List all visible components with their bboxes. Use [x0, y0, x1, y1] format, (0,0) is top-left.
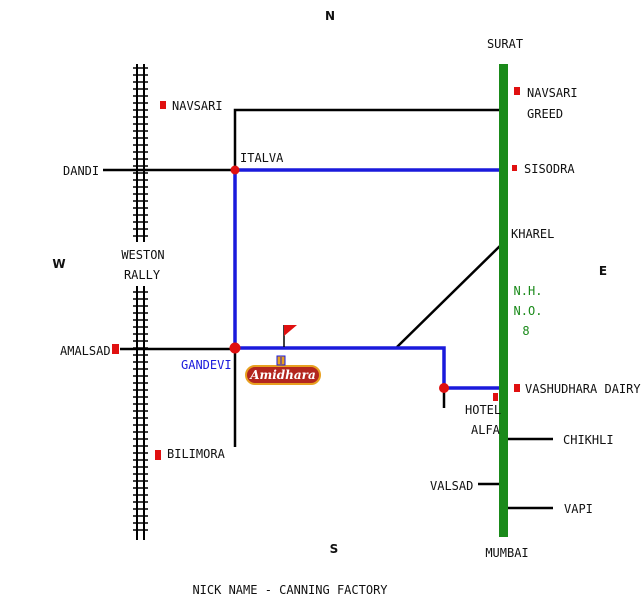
junction-gandevi	[229, 342, 241, 354]
marker-sisodra	[512, 165, 517, 171]
compass-east: E	[599, 264, 607, 278]
label-amalsad: AMALSAD	[60, 344, 111, 358]
label-vashudhara: VASHUDHARA DAIRY	[525, 382, 641, 396]
highway-label-line2: N.O.	[514, 304, 543, 318]
label-navsari-greed-1: NAVSARI	[527, 86, 578, 100]
label-chikhli: CHIKHLI	[563, 433, 614, 447]
highway-label-line3: 8	[522, 324, 529, 338]
railway-track	[130, 64, 150, 540]
label-sisodra: SISODRA	[524, 162, 575, 176]
label-surat: SURAT	[487, 37, 523, 51]
label-weston-2: RALLY	[124, 268, 161, 282]
compass-north: N	[325, 9, 335, 23]
amidhara-logo[interactable]: Amidhara	[245, 355, 321, 385]
label-gandevi: GANDEVI	[181, 358, 232, 372]
label-kharel: KHAREL	[511, 227, 554, 241]
marker-amalsad	[112, 344, 119, 354]
highway-label-line1: N.H.	[514, 284, 543, 298]
label-navsari-greed-2: GREED	[527, 107, 563, 121]
marker-bilimora	[155, 450, 161, 460]
highway-nh8	[499, 64, 508, 537]
marker-hotel-alfa	[493, 393, 498, 401]
label-italva: ITALVA	[240, 151, 284, 165]
marker-navsari-left	[160, 101, 166, 109]
logo-crest-icon	[276, 355, 286, 366]
amidhara-logo-badge	[245, 365, 321, 385]
label-vapi: VAPI	[564, 502, 593, 516]
compass-south: S	[330, 542, 339, 556]
route-gandevi-junction	[235, 346, 446, 388]
compass-west: W	[52, 257, 65, 271]
local-roads	[103, 108, 553, 510]
label-navsari-left: NAVSARI	[172, 99, 223, 113]
factory-flag-icon	[283, 325, 297, 347]
railway-sleepers	[130, 67, 150, 531]
junction-highway-link	[439, 383, 449, 393]
road-italva-navsari	[233, 108, 503, 170]
label-hotel-2: ALFA	[471, 423, 501, 437]
railway-label-gap	[130, 242, 150, 286]
label-bilimora: BILIMORA	[167, 447, 226, 461]
marker-vashudhara	[514, 384, 520, 392]
label-weston-1: WESTON	[121, 248, 164, 262]
marker-navsari-greed	[514, 87, 520, 95]
footer-caption: NICK NAME - CANNING FACTORY	[192, 583, 388, 597]
label-mumbai: MUMBAI	[485, 546, 528, 560]
label-hotel-1: HOTEL	[465, 403, 501, 417]
road-kharel-diagonal	[396, 242, 504, 348]
label-valsad: VALSAD	[430, 479, 473, 493]
junction-italva	[230, 165, 240, 175]
label-dandi: DANDI	[63, 164, 99, 178]
amidhara-logo-text: Amidhara	[249, 368, 316, 382]
factory-route	[233, 168, 503, 390]
